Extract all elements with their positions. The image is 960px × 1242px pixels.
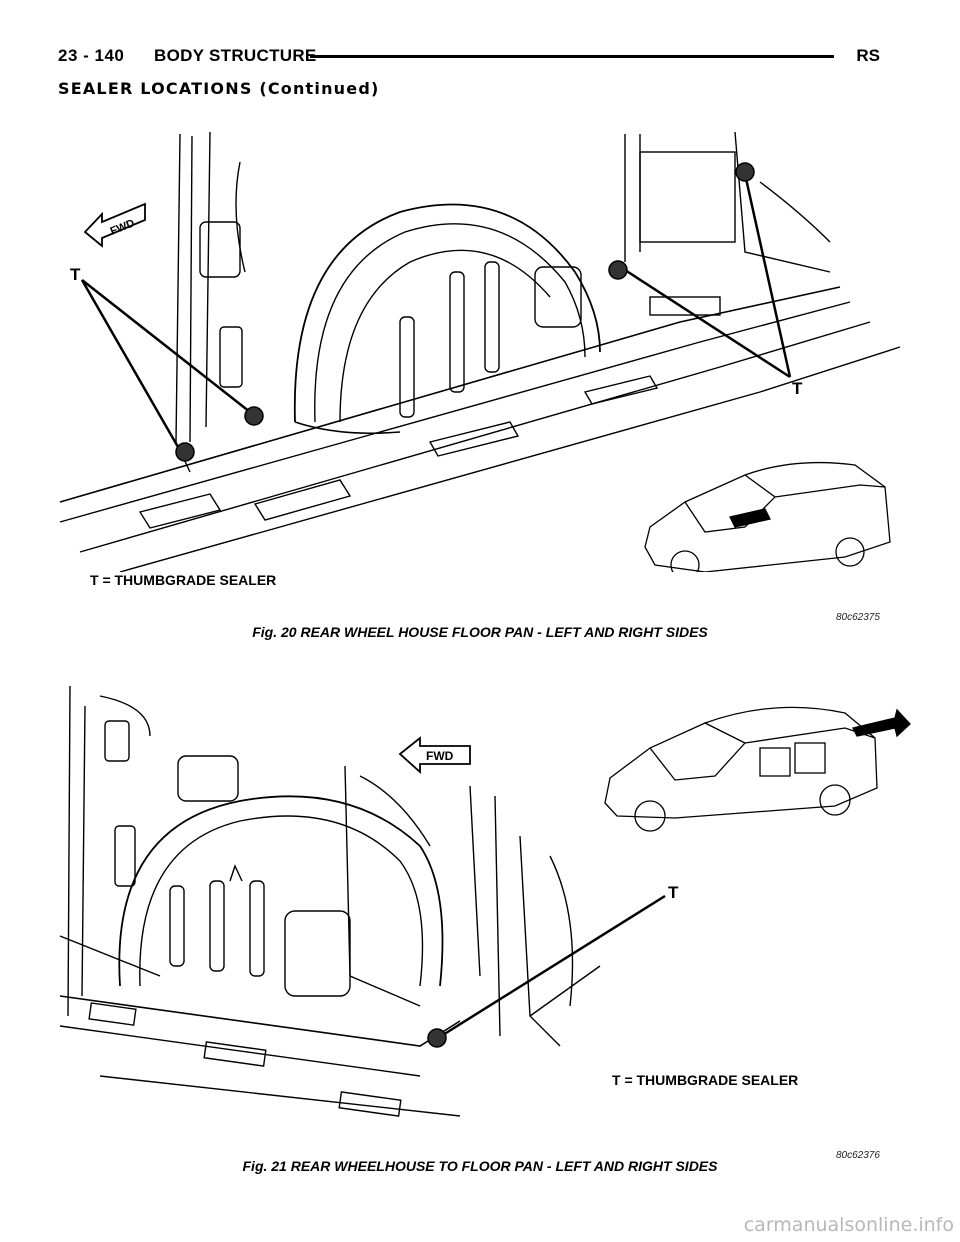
sealer-marker	[175, 442, 195, 462]
figure-21-illustration: FWD T	[40, 676, 920, 1180]
page-header: 23 - 140 BODY STRUCTURE RS	[58, 46, 880, 72]
figure-21-drawing: FWD T	[59, 685, 911, 1117]
callout-t-left: T	[70, 265, 81, 284]
figure-20-code: 80c62375	[836, 612, 880, 623]
section-name: BODY STRUCTURE	[154, 46, 317, 65]
model-code: RS	[856, 46, 880, 65]
figure-21-code: 80c62376	[836, 1150, 880, 1161]
sealer-marker	[735, 162, 755, 182]
watermark: carmanualsonline.info	[743, 1214, 954, 1236]
fwd-label: FWD	[426, 749, 454, 763]
sealer-markers	[175, 162, 755, 462]
sealer-marker	[608, 260, 628, 280]
callout-t-right: T	[792, 379, 803, 398]
sealer-marker	[427, 1028, 447, 1048]
header-rule	[310, 55, 834, 58]
figure-20-drawing: FWD T T	[59, 131, 901, 572]
figure-20-legend: T = THUMBGRADE SEALER	[90, 572, 277, 588]
figure-20-caption: Fig. 20 REAR WHEEL HOUSE FLOOR PAN - LEF…	[252, 624, 708, 640]
callout-t: T	[668, 883, 679, 902]
fwd-label: FWD	[109, 217, 137, 238]
section-title: SEALER LOCATIONS (Continued)	[58, 79, 380, 98]
figure-21-caption: Fig. 21 REAR WHEELHOUSE TO FLOOR PAN - L…	[242, 1158, 718, 1174]
figure-20-illustration: FWD T T	[40, 122, 920, 642]
sealer-marker	[244, 406, 264, 426]
figure-21-legend: T = THUMBGRADE SEALER	[612, 1072, 799, 1088]
page-number: 23 - 140	[58, 46, 125, 65]
